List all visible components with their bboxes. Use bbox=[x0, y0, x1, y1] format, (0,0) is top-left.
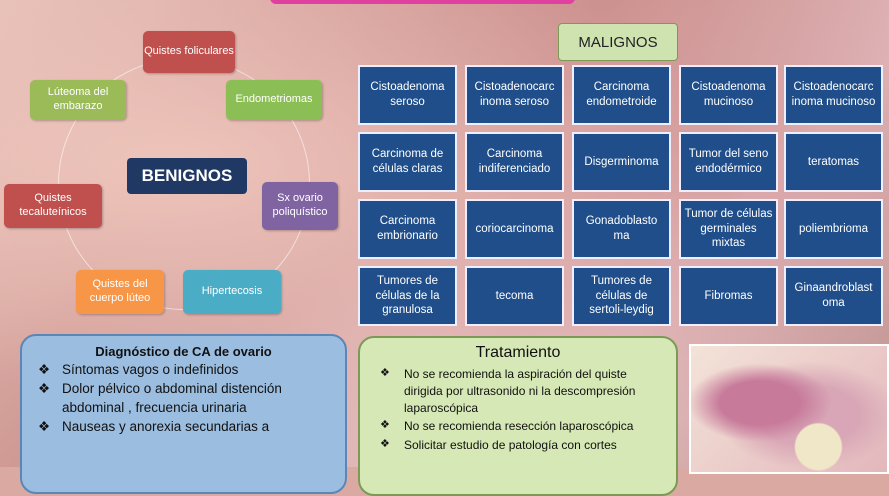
tratamiento-box: Tratamiento ❖No se recomienda la aspirac… bbox=[358, 336, 678, 496]
diamond-bullet-icon: ❖ bbox=[380, 367, 390, 379]
node-endometriomas: Endometriomas bbox=[226, 80, 322, 120]
maligno-cell: Ginaandroblast oma bbox=[784, 266, 883, 326]
maligno-cell: poliembrioma bbox=[784, 199, 883, 259]
maligno-cell: Tumores de células de sertoli-leydig bbox=[572, 266, 671, 326]
ovary-anatomy-image bbox=[689, 344, 889, 474]
maligno-cell: coriocarcinoma bbox=[465, 199, 564, 259]
maligno-cell: tecoma bbox=[465, 266, 564, 326]
list-item: ❖Solicitar estudio de patología con cort… bbox=[380, 438, 617, 453]
node-quistes-tecaluteinicos: Quistes tecaluteínicos bbox=[4, 184, 102, 228]
maligno-cell: Tumor del seno endodérmico bbox=[679, 132, 778, 192]
maligno-cell: Carcinoma indiferenciado bbox=[465, 132, 564, 192]
maligno-cell: Gonadoblasto ma bbox=[572, 199, 671, 259]
maligno-cell: Cistoadenocarc inoma seroso bbox=[465, 65, 564, 125]
node-quistes-cuerpo-luteo: Quistes del cuerpo lúteo bbox=[76, 270, 164, 314]
list-item: ❖Nauseas y anorexia secundarias a bbox=[34, 418, 333, 437]
list-item: ❖Síntomas vagos o indefinidos bbox=[34, 361, 333, 380]
maligno-cell: Cistoadenocarc inoma mucinoso bbox=[784, 65, 883, 125]
diamond-bullet-icon: ❖ bbox=[38, 362, 51, 377]
list-item: ❖Dolor pélvico o abdominal distención ab… bbox=[38, 380, 282, 415]
tratamiento-title: Tratamiento bbox=[475, 344, 561, 361]
list-item: ❖No se recomienda resección laparoscópic… bbox=[380, 419, 634, 434]
node-hipertecosis: Hipertecosis bbox=[183, 270, 281, 314]
maligno-cell: Fibromas bbox=[679, 266, 778, 326]
maligno-cell: Tumor de células germinales mixtas bbox=[679, 199, 778, 259]
node-sx-ovario-poliquistico: Sx ovario poliquístico bbox=[262, 182, 338, 230]
diagnostico-list: ❖Síntomas vagos o indefinidos ❖Dolor pél… bbox=[34, 361, 333, 437]
diagnostico-box: Diagnóstico de CA de ovario ❖Síntomas va… bbox=[20, 334, 347, 494]
diamond-bullet-icon: ❖ bbox=[380, 419, 390, 432]
maligno-cell: Carcinoma endometroide bbox=[572, 65, 671, 125]
maligno-cell: Tumores de células de la granulosa bbox=[358, 266, 457, 326]
maligno-cell: Carcinoma de células claras bbox=[358, 132, 457, 192]
diamond-bullet-icon: ❖ bbox=[38, 380, 51, 396]
maligno-cell: teratomas bbox=[784, 132, 883, 192]
diamond-bullet-icon: ❖ bbox=[38, 418, 51, 434]
malignos-title: MALIGNOS bbox=[558, 23, 678, 61]
maligno-cell: Cistoadenoma mucinoso bbox=[679, 65, 778, 125]
title-bar-fragment bbox=[270, 0, 575, 4]
maligno-cell: Disgerminoma bbox=[572, 132, 671, 192]
diagnostico-title: Diagnóstico de CA de ovario bbox=[95, 344, 272, 359]
benignos-title: BENIGNOS bbox=[127, 158, 247, 194]
tratamiento-list: ❖No se recomienda la aspiración del quis… bbox=[376, 366, 660, 454]
diamond-bullet-icon: ❖ bbox=[380, 438, 390, 451]
maligno-cell: Carcinoma embrionario bbox=[358, 199, 457, 259]
list-item: ❖No se recomienda la aspiración del quis… bbox=[380, 367, 636, 415]
node-quistes-foliculares: Quistes foliculares bbox=[143, 31, 235, 73]
node-luteoma-embarazo: Lúteoma del embarazo bbox=[30, 80, 126, 120]
maligno-cell: Cistoadenoma seroso bbox=[358, 65, 457, 125]
